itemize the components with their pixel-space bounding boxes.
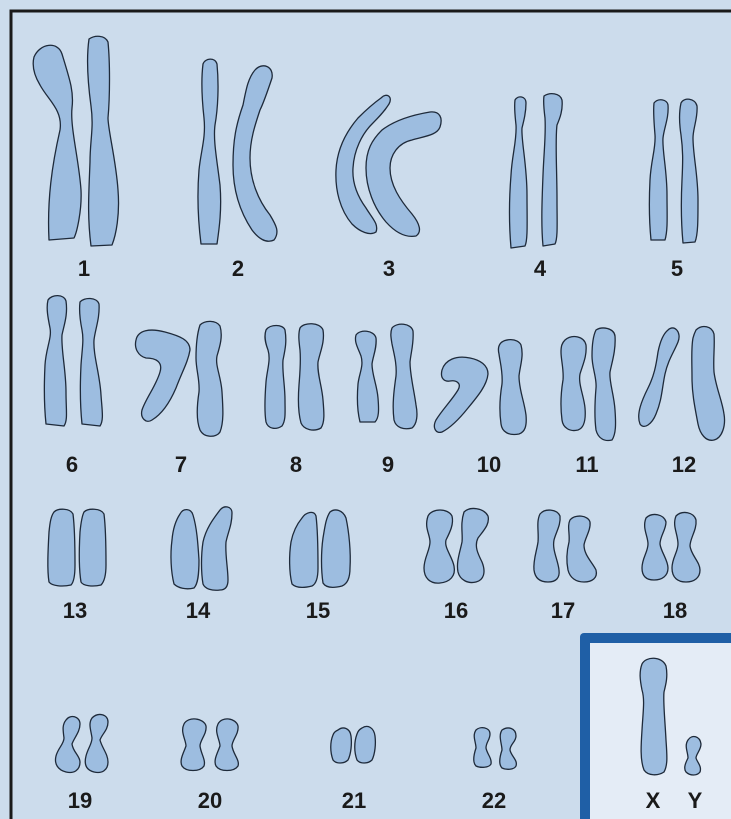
label-chromosome-2: 2 xyxy=(232,256,244,281)
label-chromosome-4: 4 xyxy=(534,256,547,281)
x-chromosome xyxy=(640,658,667,775)
label-chromosome-8: 8 xyxy=(290,452,302,477)
chromosome-13b xyxy=(79,509,106,586)
label-chromosome-14: 14 xyxy=(186,598,211,623)
label-chromosome-20: 20 xyxy=(198,788,222,813)
label-chromosome-5: 5 xyxy=(671,256,683,281)
label-chromosome-16: 16 xyxy=(444,598,468,623)
label-y-chromosome: Y xyxy=(688,788,703,813)
label-chromosome-11: 11 xyxy=(575,452,598,477)
label-chromosome-21: 21 xyxy=(342,788,366,813)
label-chromosome-10: 10 xyxy=(477,452,501,477)
chromosome-5b xyxy=(680,99,699,243)
chromosome-21b xyxy=(355,726,376,763)
chromosome-8a xyxy=(265,326,286,429)
label-chromosome-6: 6 xyxy=(66,452,78,477)
label-chromosome-15: 15 xyxy=(306,598,330,623)
label-chromosome-19: 19 xyxy=(68,788,92,813)
chromosome-6a xyxy=(44,296,66,426)
label-chromosome-22: 22 xyxy=(482,788,506,813)
label-chromosome-18: 18 xyxy=(663,598,687,623)
label-chromosome-1: 1 xyxy=(78,256,90,281)
chromosome-15b xyxy=(322,510,351,587)
chromosome-21a xyxy=(331,728,352,763)
label-chromosome-7: 7 xyxy=(175,452,187,477)
chromosome-13a xyxy=(48,509,75,586)
label-chromosome-9: 9 xyxy=(382,452,394,477)
label-chromosome-13: 13 xyxy=(63,598,87,623)
chromosome-7b xyxy=(196,321,223,436)
label-chromosome-3: 3 xyxy=(383,256,395,281)
label-x-chromosome: X xyxy=(646,788,661,813)
label-chromosome-17: 17 xyxy=(551,598,575,623)
label-chromosome-12: 12 xyxy=(672,452,696,477)
